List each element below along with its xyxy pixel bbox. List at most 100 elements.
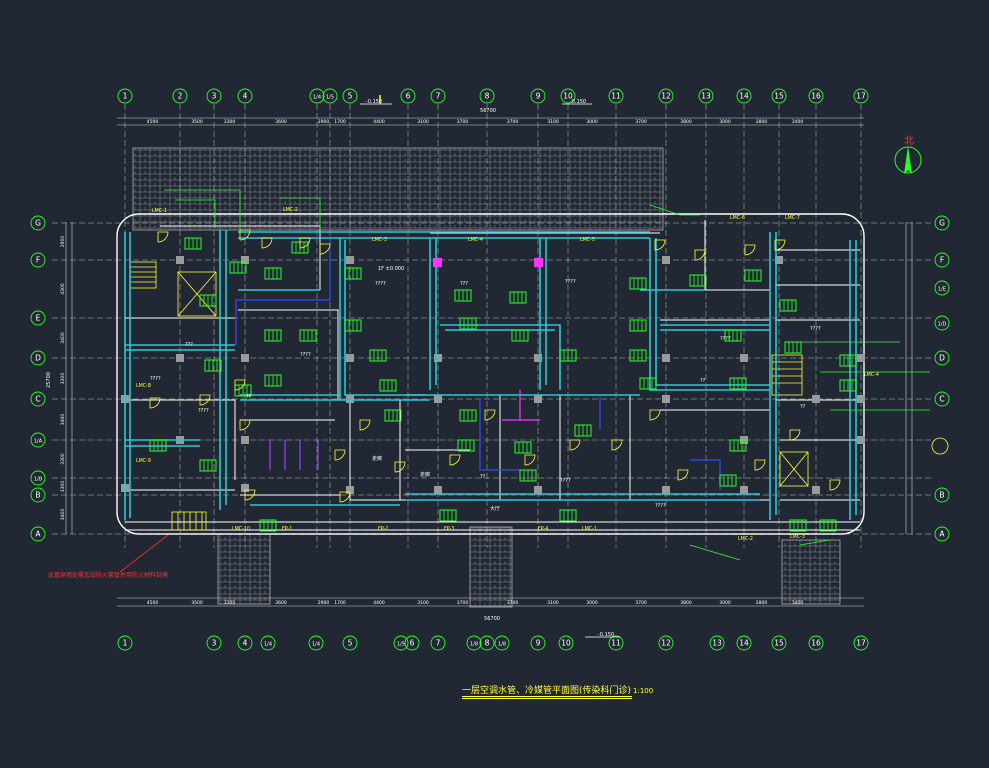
door-swing	[334, 449, 346, 461]
north-label: 北	[904, 136, 914, 147]
top-dimension-text: 4500450035003500330033003600360029002900…	[147, 119, 804, 606]
room-label: ????	[565, 279, 576, 285]
dimension-text: 3100	[417, 119, 429, 125]
dimension-text: 2800	[756, 119, 768, 125]
red-annotation: 此管穿墙处需加设防火套管并用防火材料封堵	[48, 572, 169, 579]
grid-label: 15	[774, 639, 784, 648]
grid-label: 2	[178, 92, 183, 101]
grid-label: 4	[243, 639, 248, 648]
room-label: ????	[655, 503, 666, 509]
room-label: 大厅	[490, 505, 500, 512]
door-swing	[694, 249, 706, 261]
grid-label: 1/4	[264, 642, 272, 648]
grid-label: 17	[856, 639, 866, 648]
fan-coil-unit	[149, 439, 167, 452]
fan-coil-unit	[264, 267, 282, 280]
grid-label: C	[939, 395, 944, 404]
grid-label: 1/5	[397, 642, 405, 648]
doors	[149, 229, 841, 503]
grid-label: 14	[739, 639, 749, 648]
fan-coil-units	[149, 237, 857, 532]
grid-label: 16	[811, 92, 821, 101]
dimension-text: 3300	[224, 600, 236, 606]
room-label: ??	[700, 378, 706, 384]
dimension-text: 3300	[60, 481, 66, 493]
grid-label: 12	[661, 639, 671, 648]
red-note-leader	[119, 534, 169, 573]
fan-coil-unit	[819, 519, 837, 532]
door-swing	[569, 439, 581, 451]
fan-coil-unit	[784, 341, 802, 354]
room-label: ???	[460, 281, 468, 287]
door-swing	[789, 429, 801, 441]
column	[241, 256, 249, 264]
dimension-text: 3100	[417, 600, 429, 606]
column	[740, 486, 748, 494]
grid-label: 1/4	[313, 95, 321, 101]
dimension-text: 3700	[457, 600, 469, 606]
fan-coil-unit	[379, 379, 397, 392]
grid-bubble-top: 10	[560, 88, 576, 104]
door-swing	[244, 489, 256, 501]
grid-bubble-left: G	[30, 215, 46, 231]
fan-coil-unit	[689, 274, 707, 287]
door-swing	[649, 409, 661, 421]
fan-coil-unit	[459, 317, 477, 330]
dimension-text: 2900	[318, 119, 330, 125]
grid-bubble-top: 5	[342, 88, 358, 104]
level-label-top-a: -0.150	[366, 99, 382, 105]
grid-bubble-bottom: 1/8	[494, 635, 510, 651]
grid-label: F	[940, 256, 944, 265]
grid-bubble-bottom: 9	[530, 635, 546, 651]
column	[534, 486, 542, 494]
grid-bubble-top: 12	[658, 88, 674, 104]
grid-bubble-top: 8	[479, 88, 495, 104]
grid-label: 1/D	[938, 322, 947, 328]
grid-label: 1/4	[312, 642, 320, 648]
column	[241, 436, 249, 444]
fan-coil-unit	[264, 329, 282, 342]
column	[346, 354, 354, 362]
grid-label: 10	[563, 92, 573, 101]
grid-bubble-top: 11	[608, 88, 624, 104]
unit-tag: LMC-1	[152, 208, 167, 214]
grid-bubble-bottom: 1/5	[393, 635, 409, 651]
grid-bubble-right: A	[934, 526, 950, 542]
unit-tag: LMC-8	[136, 383, 151, 389]
door-swing	[744, 244, 756, 256]
fan-coil-unit	[559, 349, 577, 362]
dimension-text: 3000	[719, 600, 731, 606]
unit-tag: LMC-9	[136, 458, 151, 464]
fan-coil-unit	[779, 299, 797, 312]
door-swing	[319, 243, 331, 255]
door-swing	[299, 237, 311, 249]
column	[857, 354, 865, 362]
dimension-text: 3500	[191, 600, 203, 606]
unit-tag: LMC-4	[864, 372, 879, 378]
fan-coil-unit	[574, 424, 592, 437]
grid-bubble-left: 1/A	[30, 432, 46, 448]
dimension-text: 3700	[507, 600, 519, 606]
room-label: ??	[246, 394, 252, 400]
section-marks	[360, 95, 620, 638]
unit-tag: LMC-3	[372, 237, 387, 243]
door-swing	[449, 454, 461, 466]
grid-bubble-left: 1/B	[30, 470, 46, 486]
grid-label: 14	[739, 92, 749, 101]
fan-coil-unit	[629, 319, 647, 332]
dimension-text: 3100	[547, 119, 559, 125]
dimension-text: 3000	[719, 119, 731, 125]
grid-bubble-top: 17	[853, 88, 869, 104]
grid-bubble-right: F	[934, 252, 950, 268]
door-swing	[339, 491, 351, 503]
grid-bubble-bottom: 16	[808, 635, 824, 651]
building-outline	[116, 213, 865, 535]
column	[346, 395, 354, 403]
dimension-text: 3400	[792, 119, 804, 125]
dimension-text: 1700	[334, 600, 346, 606]
grid-bubble-top: 6	[400, 88, 416, 104]
column	[434, 354, 442, 362]
